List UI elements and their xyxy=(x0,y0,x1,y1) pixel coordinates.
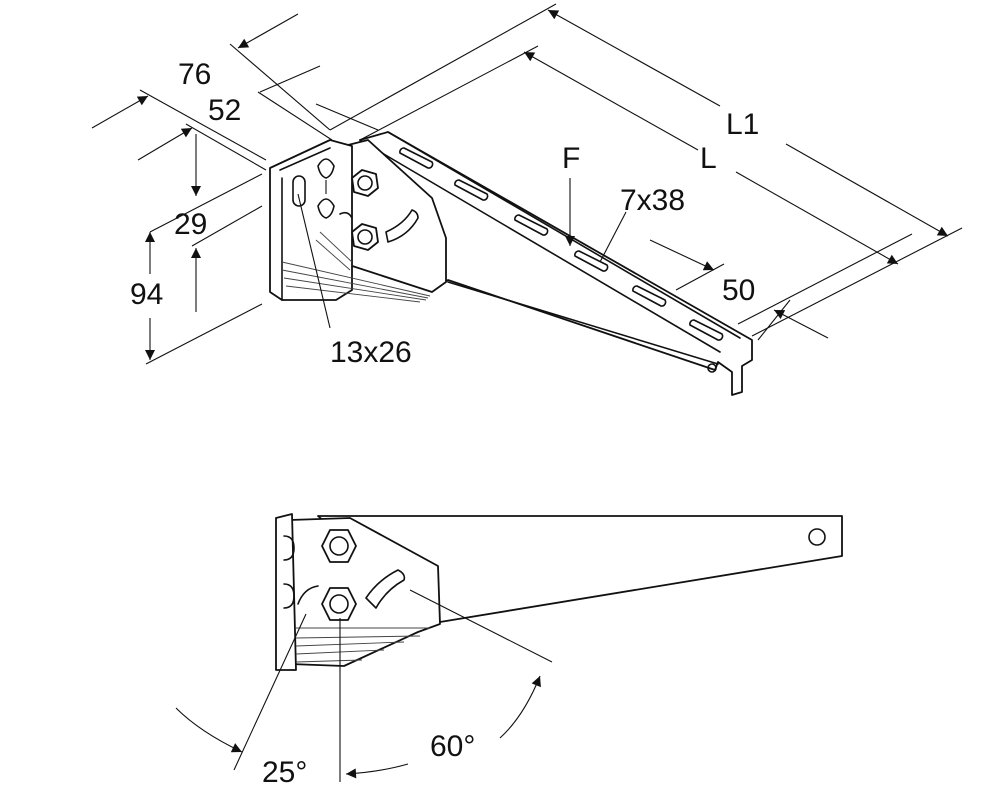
hex-bolt-side-lower xyxy=(321,587,357,621)
wall-plate-side xyxy=(275,513,297,671)
label-height-94: 94 xyxy=(130,278,163,311)
label-slot-13x26: 13x26 xyxy=(330,336,412,369)
curved-adjust-slot xyxy=(385,209,419,243)
label-length-l1: L1 xyxy=(726,108,759,141)
bracket-isometric-view xyxy=(269,131,753,396)
wall-plate xyxy=(269,139,353,301)
bracket-side-view xyxy=(275,513,843,671)
label-width-52: 52 xyxy=(208,94,241,127)
label-length-l: L xyxy=(700,142,717,175)
dimension-labels: 76 52 29 94 13x26 F 7x38 L L1 50 25° 60° xyxy=(130,58,759,788)
label-slot-7x38: 7x38 xyxy=(620,184,685,217)
keyhole-upper xyxy=(317,158,335,179)
curved-slot-side xyxy=(365,569,406,609)
arm-slots xyxy=(399,147,724,341)
hex-bolt-upper xyxy=(351,169,379,197)
arm-side-end-hole xyxy=(808,528,826,546)
hex-bolt-lower xyxy=(351,223,379,251)
label-width-76: 76 xyxy=(178,58,211,91)
label-angle-60: 60° xyxy=(430,730,475,763)
flange-shading xyxy=(281,231,431,303)
dimensions-top xyxy=(91,3,963,365)
label-height-29: 29 xyxy=(174,208,207,241)
dimensions-side xyxy=(175,589,553,782)
label-load-f: F xyxy=(562,142,580,175)
arm-end-hole xyxy=(707,363,717,373)
hex-bolt-side-upper xyxy=(321,529,357,563)
keyhole-lower xyxy=(317,198,335,219)
label-end-50: 50 xyxy=(722,274,755,307)
label-angle-25: 25° xyxy=(262,756,307,788)
mounting-slot-small xyxy=(292,175,306,207)
